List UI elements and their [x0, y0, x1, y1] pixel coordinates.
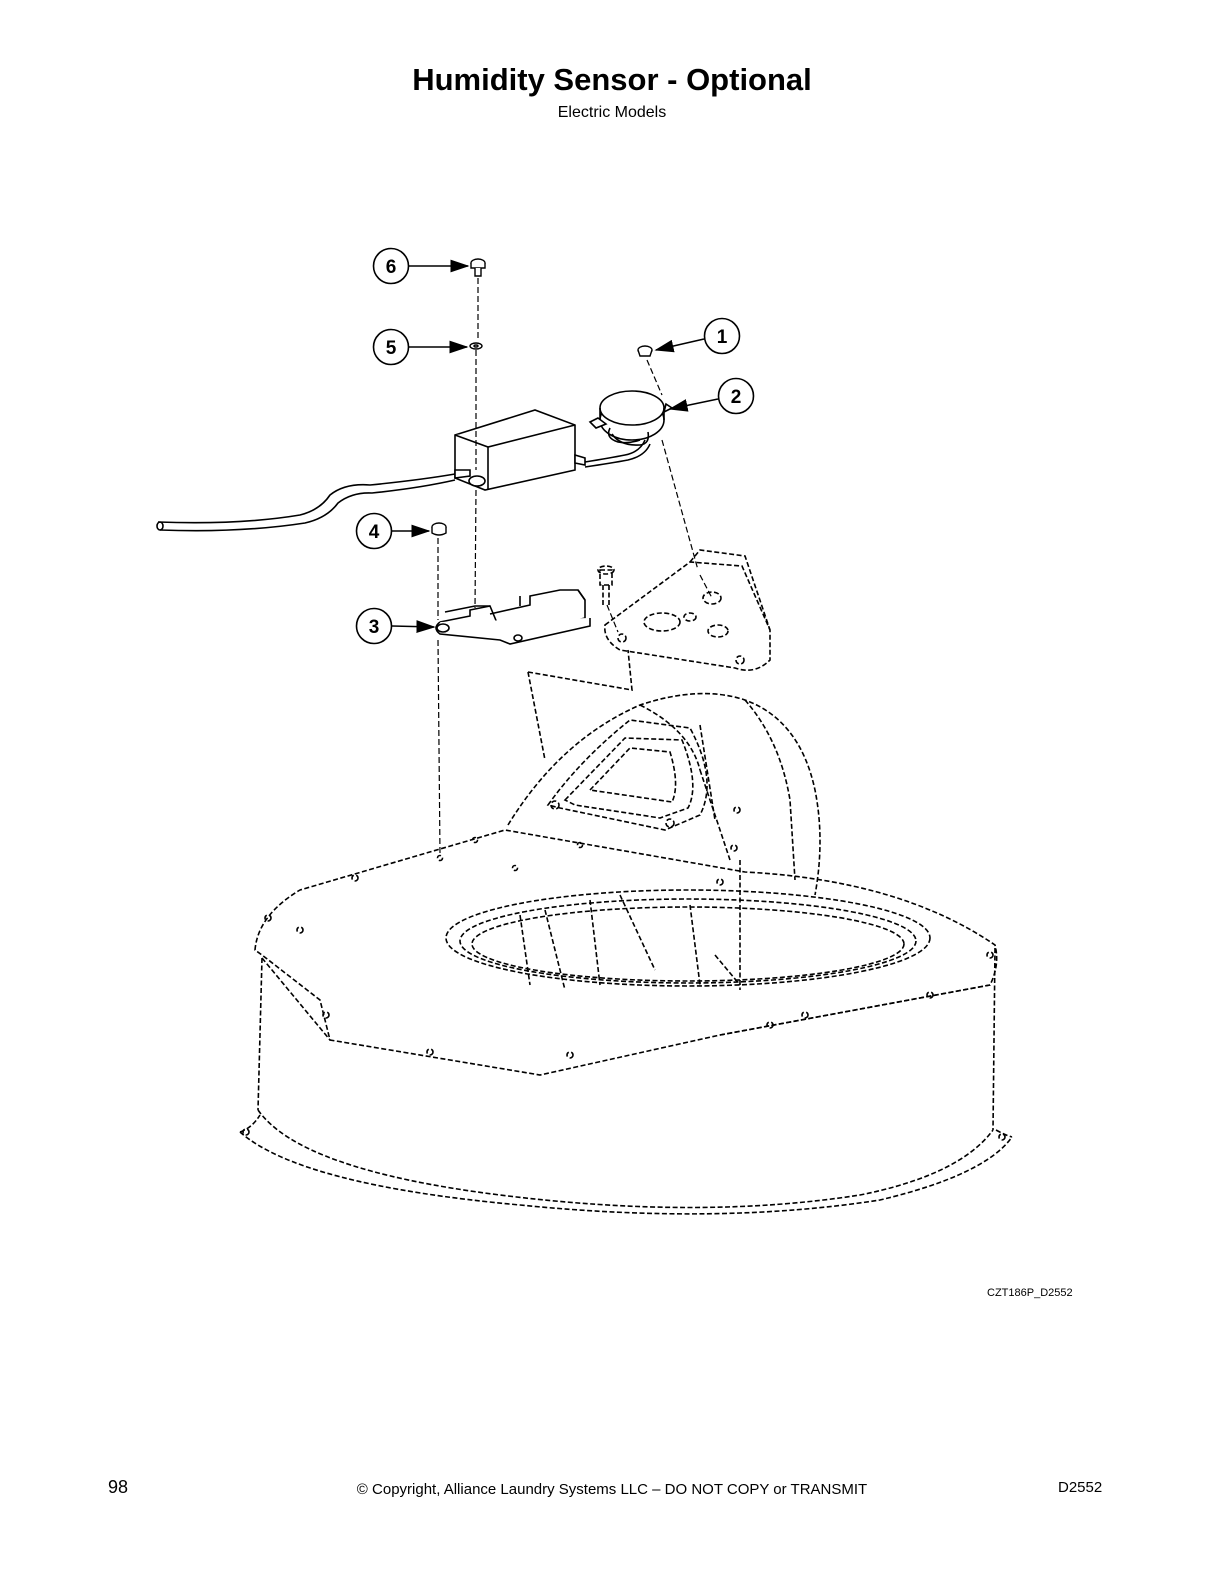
- callout-number: 2: [731, 387, 742, 408]
- callout-5: 5: [372, 328, 469, 366]
- callout-number: 1: [717, 327, 728, 348]
- callout-number: 5: [386, 338, 397, 359]
- drawing-code: CZT186P_D2552: [987, 1287, 1073, 1299]
- callout-number: 3: [369, 617, 380, 638]
- callout-3: 3: [355, 607, 436, 645]
- sensor-cable: [156, 439, 651, 532]
- document-number: D2552: [1058, 1479, 1103, 1496]
- screw-part-1: [637, 345, 653, 357]
- bracket: [435, 589, 591, 645]
- callout-1: 1: [654, 317, 741, 355]
- copyright-notice: © Copyright, Alliance Laundry Systems LL…: [356, 1481, 868, 1498]
- humidity-control-box: [454, 409, 586, 491]
- washer-part-5: [469, 342, 483, 350]
- nut-part-4: [431, 522, 447, 536]
- humidity-sensor: [588, 390, 674, 446]
- callout-number: 4: [369, 522, 380, 543]
- callout-4: 4: [355, 512, 431, 550]
- sensor-mounting-plate: [527, 549, 771, 761]
- page-subtitle: Electric Models: [557, 104, 667, 121]
- assembly-centerlines: [437, 278, 713, 856]
- page-number: 98: [108, 1477, 129, 1497]
- callout-number: 6: [386, 257, 397, 278]
- callout-6: 6: [372, 247, 470, 285]
- blower-housing: [239, 692, 1013, 1215]
- page-title: Humidity Sensor - Optional: [412, 62, 812, 97]
- callout-2: 2: [668, 377, 755, 415]
- screw-part-6: [470, 258, 486, 277]
